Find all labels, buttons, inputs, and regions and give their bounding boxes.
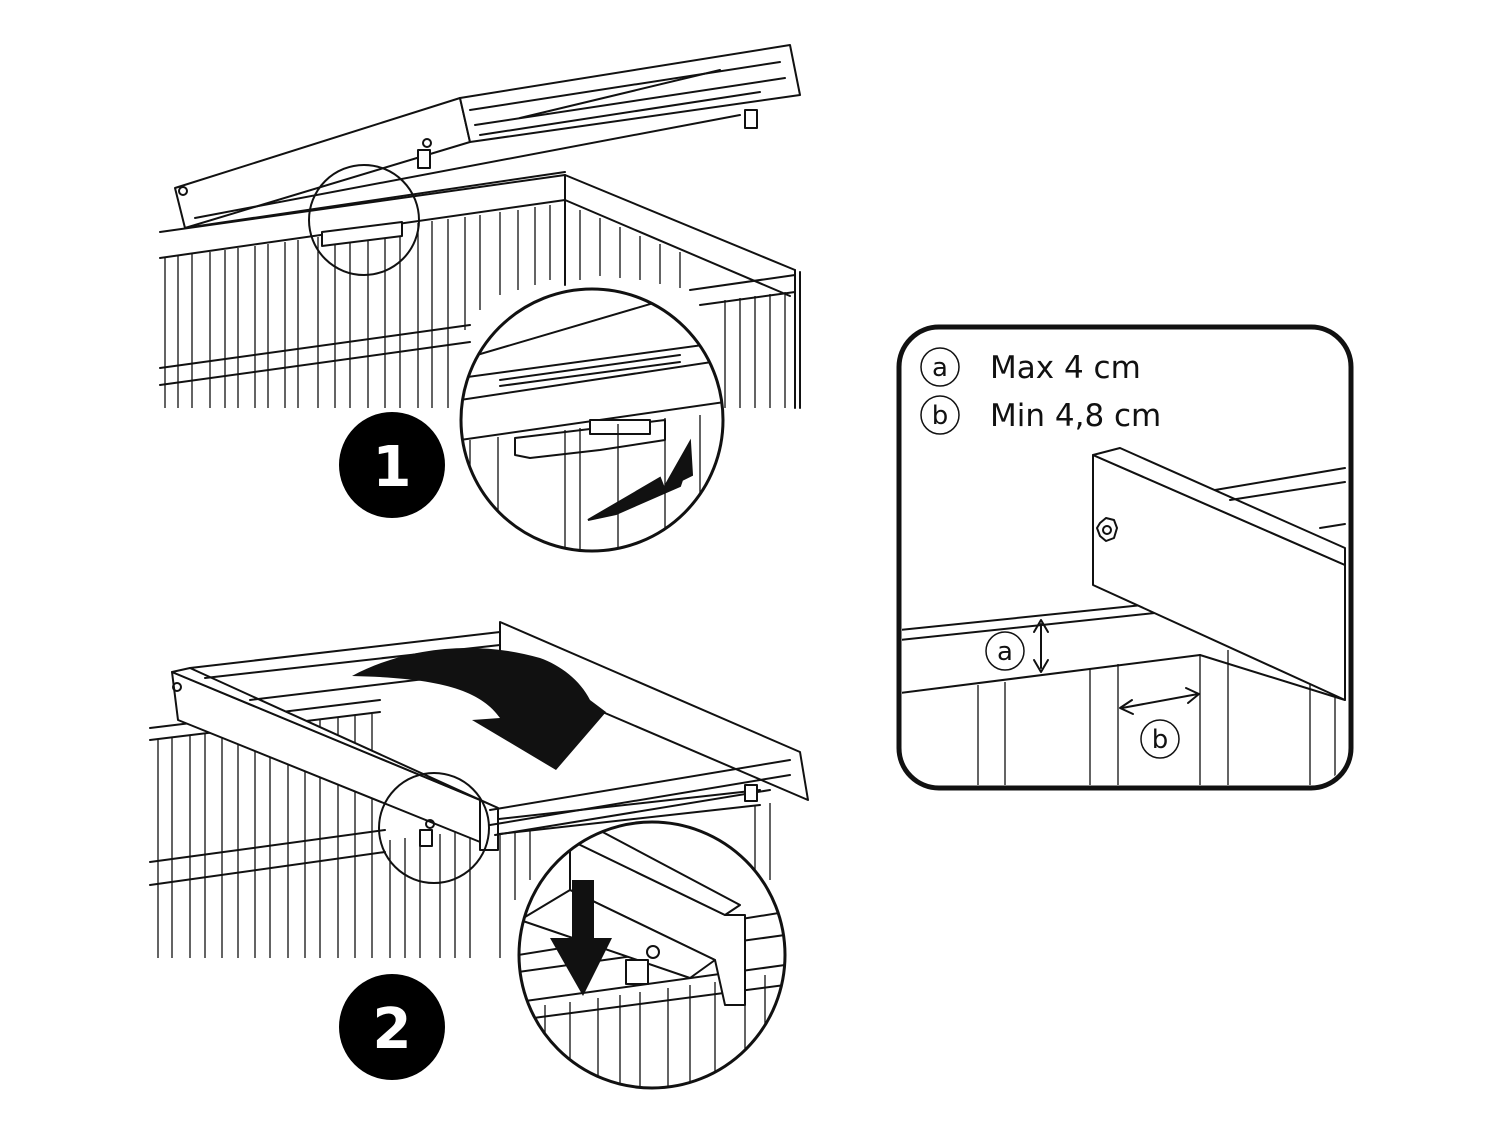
dimension-b-arrow: [1119, 687, 1200, 715]
step-2-illustration: 2: [149, 621, 809, 1090]
detail-callout-circle-2: [378, 772, 490, 884]
svg-text:b: b: [1152, 725, 1169, 755]
step-2-number: 2: [373, 997, 412, 1062]
detail-panel: a b a Max 4 cm b Min 4,8 cm: [896, 324, 1354, 791]
storage-box-body: [159, 174, 801, 409]
zoom-detail-1: [459, 287, 725, 553]
step-1-badge: 1: [339, 412, 445, 518]
legend-item-a: a Max 4 cm: [920, 347, 1141, 387]
legend-letter-b: b: [932, 401, 949, 431]
legend-letter-a: a: [932, 353, 948, 383]
legend-text-a: Max 4 cm: [990, 350, 1141, 386]
curved-arrow-icon: [352, 647, 606, 770]
zoom-detail-2: [517, 820, 787, 1090]
detail-callout-circle-1: [308, 164, 420, 276]
tilted-lid: [174, 44, 801, 229]
legend-text-b: Min 4,8 cm: [990, 398, 1161, 434]
step-1-illustration: 1: [159, 44, 801, 553]
bolt-icon: [1096, 517, 1118, 542]
closed-lid: [171, 621, 809, 851]
legend: a Max 4 cm b Min 4,8 cm: [920, 347, 1161, 435]
down-arrow-icon: [550, 880, 612, 996]
dimension-a-arrow: [1033, 619, 1049, 673]
legend-item-b: b Min 4,8 cm: [920, 395, 1161, 435]
push-arrow-icon: [587, 438, 694, 521]
svg-text:a: a: [997, 637, 1013, 667]
step-1-number: 1: [373, 435, 412, 500]
marker-b: b: [1140, 719, 1180, 759]
marker-a: a: [985, 631, 1025, 671]
step-2-badge: 2: [339, 974, 445, 1080]
